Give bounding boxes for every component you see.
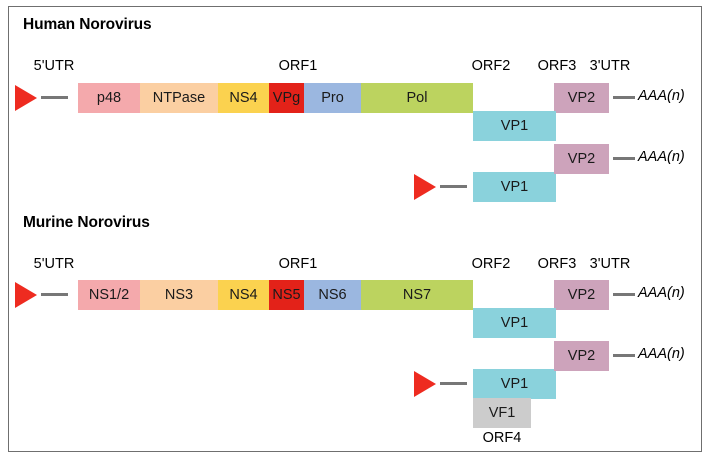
polya-tail-human-genomic: AAA(n) [638, 88, 685, 104]
connector-human-subgenomic-polya [613, 157, 635, 160]
gene-box-ns1-2: NS1/2 [78, 280, 140, 310]
gene-box-vp1-murine-subgenomic: VP1 [473, 369, 556, 399]
label-human-orf3: ORF3 [537, 58, 577, 74]
connector-murine-subgenomic-polya [613, 354, 635, 357]
polya-tail-human-subgenomic: AAA(n) [638, 149, 685, 165]
gene-box-ns4-human: NS4 [218, 83, 269, 113]
cap-arrow-icon-human-subgenomic [414, 174, 436, 200]
polya-tail-murine-subgenomic: AAA(n) [638, 346, 685, 362]
panel-title-human: Human Norovirus [23, 16, 152, 33]
cap-arrow-icon-murine-subgenomic [414, 371, 436, 397]
gene-box-pol: Pol [361, 83, 473, 113]
polya-tail-murine-genomic: AAA(n) [638, 285, 685, 301]
label-murine-5utr: 5'UTR [33, 256, 75, 272]
gene-box-vp2-murine-subgenomic: VP2 [554, 341, 609, 371]
label-murine-orf2: ORF2 [471, 256, 511, 272]
gene-box-ns6: NS6 [304, 280, 361, 310]
gene-box-vp2-human-genomic: VP2 [554, 83, 609, 113]
gene-box-vp2-human-subgenomic: VP2 [554, 144, 609, 174]
gene-box-vp1-murine-orf2: VP1 [473, 308, 556, 338]
gene-box-vp1-human-subgenomic: VP1 [473, 172, 556, 202]
connector-murine-genomic-polya [613, 293, 635, 296]
gene-box-ntpase: NTPase [140, 83, 218, 113]
label-human-3utr: 3'UTR [589, 58, 631, 74]
panel-title-murine: Murine Norovirus [23, 214, 150, 231]
gene-box-ns4-murine: NS4 [218, 280, 269, 310]
label-murine-orf3: ORF3 [537, 256, 577, 272]
gene-box-p48: p48 [78, 83, 140, 113]
cap-arrow-icon-murine-genomic [15, 282, 37, 308]
label-human-orf1: ORF1 [278, 58, 318, 74]
connector-human-genomic-polya [613, 96, 635, 99]
label-human-orf2: ORF2 [471, 58, 511, 74]
gene-box-vpg: VPg [269, 83, 304, 113]
cap-arrow-icon-human-genomic [15, 85, 37, 111]
gene-box-vp2-murine-genomic: VP2 [554, 280, 609, 310]
connector-murine-subgenomic [440, 382, 467, 385]
connector-murine-genomic [41, 293, 68, 296]
gene-box-ns5: NS5 [269, 280, 304, 310]
gene-box-ns7: NS7 [361, 280, 473, 310]
gene-box-vf1: VF1 [473, 398, 531, 428]
gene-box-vp1-human-orf2: VP1 [473, 111, 556, 141]
figure-frame: Human Norovirus 5'UTR ORF1 ORF2 ORF3 3'U… [8, 6, 702, 452]
connector-human-subgenomic [440, 185, 467, 188]
label-murine-orf1: ORF1 [278, 256, 318, 272]
gene-box-ns3: NS3 [140, 280, 218, 310]
connector-human-genomic [41, 96, 68, 99]
gene-box-pro: Pro [304, 83, 361, 113]
label-murine-orf4: ORF4 [482, 430, 522, 446]
label-human-5utr: 5'UTR [33, 58, 75, 74]
label-murine-3utr: 3'UTR [589, 256, 631, 272]
